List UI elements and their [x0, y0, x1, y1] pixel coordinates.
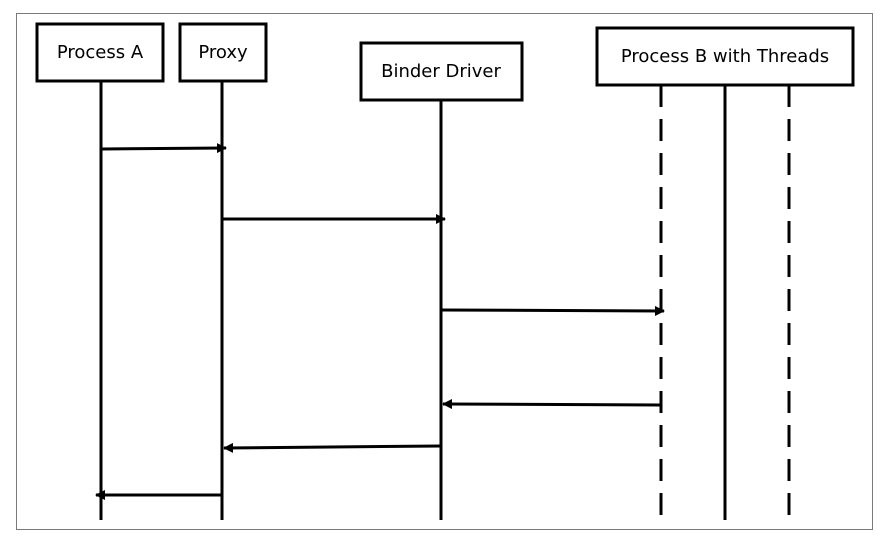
- message-binder-driver-to-process-b: [441, 305, 665, 316]
- participant-proxy-label: Proxy: [198, 42, 248, 63]
- participant-proxy: Proxy: [178, 22, 268, 83]
- participant-process-b: Process B with Threads: [595, 26, 855, 87]
- participant-binder-driver-label: Binder Driver: [381, 61, 501, 82]
- diagram-frame: [16, 13, 873, 530]
- message-process-a-to-proxy: [101, 143, 227, 154]
- message-process-b-to-binder-driver: [442, 399, 661, 410]
- message-binder-driver-to-proxy: [223, 442, 442, 453]
- participant-binder-driver: Binder Driver: [359, 41, 524, 102]
- participant-process-a-label: Process A: [57, 42, 144, 63]
- participant-process-b-label: Process B with Threads: [621, 46, 829, 67]
- participant-process-a: Process A: [35, 22, 165, 83]
